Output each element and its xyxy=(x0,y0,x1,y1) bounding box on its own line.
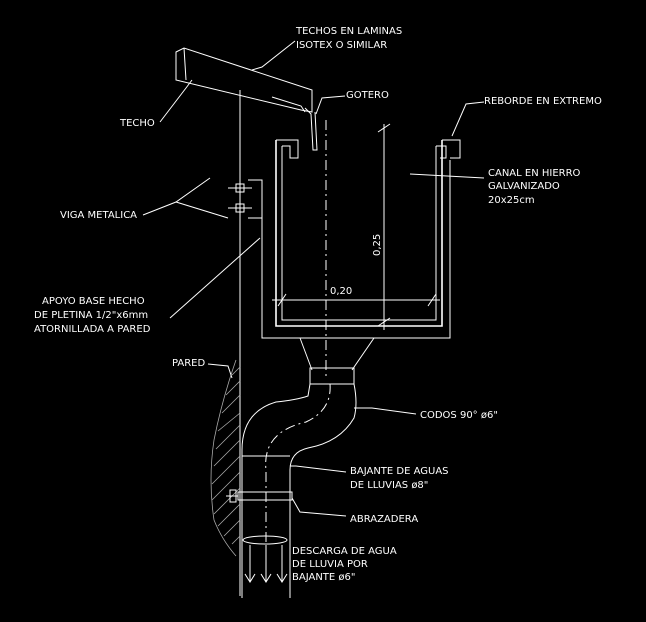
label-canal-2: GALVANIZADO xyxy=(488,181,560,192)
label-apoyo-3: ATORNILLADA A PARED xyxy=(34,324,151,335)
label-techo: TECHO xyxy=(119,118,155,129)
label-techos-2: ISOTEX O SIMILAR xyxy=(296,40,387,51)
label-techos-1: TECHOS EN LAMINAS xyxy=(295,26,402,37)
label-gotero: GOTERO xyxy=(346,90,389,101)
label-bajante-1: BAJANTE DE AGUAS xyxy=(350,466,449,477)
label-canal-3: 20x25cm xyxy=(488,195,535,206)
label-descarga-2: DE LLUVIA POR xyxy=(292,559,368,570)
wall xyxy=(210,90,241,596)
label-descarga-1: DESCARGA DE AGUA xyxy=(292,546,397,557)
roof-sheet xyxy=(175,47,313,113)
dimension-height: 0,25 xyxy=(372,234,383,256)
leader-lines xyxy=(142,40,485,517)
label-reborde: REBORDE EN EXTREMO xyxy=(484,96,602,107)
dimension-lines xyxy=(272,123,440,330)
downpipe xyxy=(226,337,375,598)
label-apoyo-2: DE PLETINA 1/2"x6mm xyxy=(34,310,148,321)
label-bajante-2: DE LLUVIAS ø8" xyxy=(350,480,428,491)
label-canal-1: CANAL EN HIERRO xyxy=(488,168,581,179)
drip-edge xyxy=(304,107,318,151)
label-pared: PARED xyxy=(172,358,205,369)
label-descarga-3: BAJANTE ø6" xyxy=(292,572,355,583)
label-apoyo-1: APOYO BASE HECHO xyxy=(42,296,145,307)
dimension-width: 0,20 xyxy=(330,286,352,297)
label-codos: CODOS 90° ø6" xyxy=(420,410,498,421)
gutter-channel xyxy=(228,120,461,380)
label-abrazadera: ABRAZADERA xyxy=(350,514,418,525)
label-viga: VIGA METALICA xyxy=(60,210,137,221)
annotations: TECHOS EN LAMINAS ISOTEX O SIMILAR TECHO… xyxy=(34,26,602,583)
